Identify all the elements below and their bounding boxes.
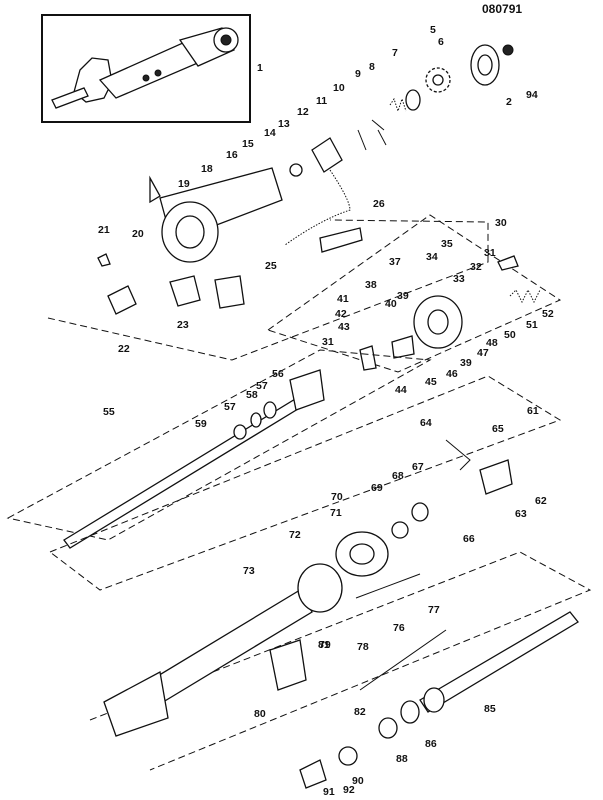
callout-63: 63 xyxy=(515,508,527,520)
callout-6: 6 xyxy=(438,36,444,48)
callout-43: 43 xyxy=(338,321,350,333)
callout-39: 39 xyxy=(460,357,472,369)
callout-42: 42 xyxy=(335,308,347,320)
callout-70: 70 xyxy=(331,491,343,503)
callout-91: 91 xyxy=(323,786,335,795)
callout-58: 58 xyxy=(246,389,258,401)
callout-32: 32 xyxy=(470,261,482,273)
callout-47: 47 xyxy=(477,347,489,359)
callout-34: 34 xyxy=(426,251,438,263)
callout-64: 64 xyxy=(420,417,432,429)
callout-77: 77 xyxy=(428,604,440,616)
callout-56: 56 xyxy=(272,368,284,380)
callout-18: 18 xyxy=(201,163,213,175)
callout-10: 10 xyxy=(333,82,345,94)
callout-94: 94 xyxy=(526,89,538,101)
callout-59: 59 xyxy=(195,418,207,430)
callout-7: 7 xyxy=(392,47,398,59)
callout-19: 19 xyxy=(178,178,190,190)
callout-51: 51 xyxy=(526,319,538,331)
callout-69: 69 xyxy=(371,482,383,494)
callout-90: 90 xyxy=(352,775,364,787)
callout-92: 92 xyxy=(343,784,355,795)
callout-1: 1 xyxy=(257,62,263,74)
callout-46: 46 xyxy=(446,368,458,380)
steering-shaft xyxy=(63,369,325,549)
callout-76: 76 xyxy=(393,622,405,634)
callout-65: 65 xyxy=(492,423,504,435)
bearing-group-outline xyxy=(48,375,562,591)
callout-81: 81 xyxy=(318,639,330,651)
callout-66: 66 xyxy=(463,533,475,545)
drawing-code: 080791 xyxy=(482,2,522,16)
callout-52: 52 xyxy=(542,308,554,320)
callout-57: 57 xyxy=(256,380,268,392)
upper-hardware xyxy=(284,44,514,246)
callout-25: 25 xyxy=(265,260,277,272)
callout-37: 37 xyxy=(389,256,401,268)
callout-41: 41 xyxy=(337,293,349,305)
callout-62: 62 xyxy=(535,495,547,507)
callout-85: 85 xyxy=(484,703,496,715)
callout-68: 68 xyxy=(392,470,404,482)
callout-50: 50 xyxy=(504,329,516,341)
callout-15: 15 xyxy=(242,138,254,150)
jacket-group-outline xyxy=(89,551,592,771)
callout-22: 22 xyxy=(118,343,130,355)
callout-35: 35 xyxy=(441,238,453,250)
callout-26: 26 xyxy=(373,198,385,210)
callout-12: 12 xyxy=(297,106,309,118)
callout-48: 48 xyxy=(486,337,498,349)
callout-14: 14 xyxy=(264,127,276,139)
shaft-group-outline xyxy=(6,349,432,541)
callout-80: 80 xyxy=(254,708,266,720)
callout-39: 39 xyxy=(397,290,409,302)
callout-73: 73 xyxy=(243,565,255,577)
callout-72: 72 xyxy=(289,529,301,541)
callout-86: 86 xyxy=(425,738,437,750)
callout-31: 31 xyxy=(484,247,496,259)
callout-82: 82 xyxy=(354,706,366,718)
inset-assembled-column xyxy=(41,14,251,123)
callout-13: 13 xyxy=(278,118,290,130)
callout-11: 11 xyxy=(316,95,327,107)
callout-33: 33 xyxy=(453,273,465,285)
callout-61: 61 xyxy=(527,405,539,417)
housing-lock-assembly xyxy=(97,167,363,315)
callout-78: 78 xyxy=(357,641,369,653)
callout-88: 88 xyxy=(396,753,408,765)
callout-16: 16 xyxy=(226,149,238,161)
callout-31: 31 xyxy=(322,336,334,348)
bearing-and-switch xyxy=(335,439,513,577)
switch-group-outline xyxy=(266,214,562,373)
callout-23: 23 xyxy=(177,319,189,331)
callout-30: 30 xyxy=(495,217,507,229)
callout-44: 44 xyxy=(395,384,407,396)
callout-57: 57 xyxy=(224,401,236,413)
callout-8: 8 xyxy=(369,61,375,73)
callout-labels: 2567891011121314151618192021222325263031… xyxy=(98,24,554,798)
callout-38: 38 xyxy=(365,279,377,291)
callout-40: 40 xyxy=(385,298,397,310)
column-jacket xyxy=(103,563,579,789)
callout-55: 55 xyxy=(103,406,115,418)
turn-signal-assembly xyxy=(359,255,541,371)
callout-9: 9 xyxy=(355,68,361,80)
callout-67: 67 xyxy=(412,461,424,473)
callout-79: 79 xyxy=(319,639,331,651)
callout-2: 2 xyxy=(506,96,512,108)
callout-5: 5 xyxy=(430,24,436,36)
callout-45: 45 xyxy=(425,376,437,388)
callout-20: 20 xyxy=(132,228,144,240)
callout-71: 71 xyxy=(330,507,342,519)
callout-21: 21 xyxy=(98,224,110,236)
housing-group-outline xyxy=(47,219,489,361)
